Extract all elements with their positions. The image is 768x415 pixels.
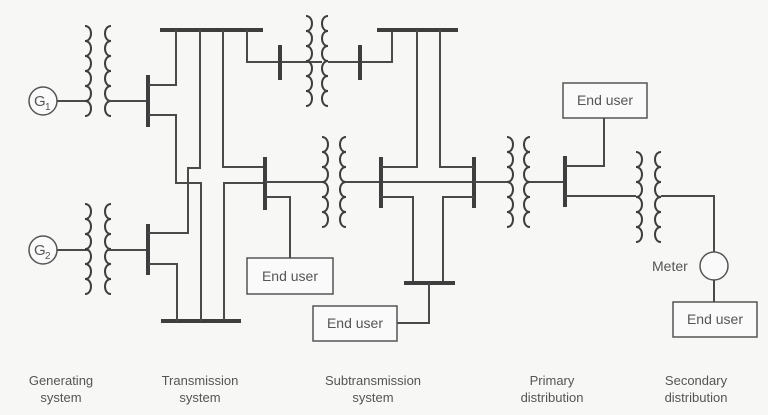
line-g2-bottom bbox=[148, 263, 178, 321]
line-g1-mid bbox=[148, 114, 186, 184]
end-user-secondary: End user bbox=[672, 301, 758, 338]
caption-line1: Transmission bbox=[161, 373, 239, 388]
line-cross-a bbox=[186, 182, 202, 321]
generator-g1-letter: G bbox=[34, 93, 46, 110]
coil-secondary bbox=[321, 15, 329, 107]
coil-secondary bbox=[654, 151, 662, 243]
coil-secondary bbox=[104, 25, 112, 117]
line-upper-to-sub bbox=[328, 30, 393, 63]
transformer-gen1 bbox=[84, 25, 112, 117]
caption-line1: Secondary bbox=[664, 373, 728, 388]
coil-primary bbox=[506, 136, 514, 228]
meter-circle bbox=[699, 251, 729, 281]
end-user-box bbox=[672, 301, 758, 338]
caption-generating: Generating system bbox=[1, 372, 121, 406]
caption-line1: Subtransmission bbox=[324, 373, 422, 388]
sub-line-d bbox=[442, 196, 474, 283]
caption-transmission: Transmission system bbox=[140, 372, 260, 406]
transformer-subtransmission bbox=[321, 136, 347, 228]
coil-secondary bbox=[339, 136, 347, 228]
line-g2-top bbox=[148, 30, 201, 234]
caption-line2: system bbox=[179, 390, 221, 405]
line-to-enduser3 bbox=[565, 118, 605, 167]
caption-secondary: Secondary distribution bbox=[636, 372, 756, 406]
end-user-subtransmission: End user bbox=[312, 305, 398, 342]
generator-g1: G 1 bbox=[28, 86, 58, 116]
end-user-label: End user bbox=[262, 268, 318, 284]
end-user-label: End user bbox=[327, 315, 383, 331]
line-to-enduser1 bbox=[265, 196, 291, 258]
end-user-box bbox=[246, 257, 334, 295]
coil-primary bbox=[84, 25, 92, 117]
end-user-box bbox=[562, 82, 648, 119]
caption-subtransmission: Subtransmission system bbox=[313, 372, 433, 406]
line-top-to-sub bbox=[222, 30, 265, 168]
coil-secondary bbox=[523, 136, 531, 228]
caption-line2: distribution bbox=[664, 390, 728, 405]
meter-label: Meter bbox=[652, 258, 688, 274]
transformer-primary bbox=[506, 136, 531, 228]
generator-g1-subscript: 1 bbox=[45, 102, 51, 113]
sub-line-c bbox=[381, 196, 414, 283]
sub-line-a bbox=[381, 30, 418, 168]
caption-line2: distribution bbox=[520, 390, 584, 405]
generator-g2-letter: G bbox=[34, 242, 46, 259]
transformer-secondary bbox=[635, 151, 662, 243]
caption-line1: Primary bbox=[529, 373, 575, 388]
generator-g2: G 2 bbox=[28, 235, 58, 265]
line-g1-top bbox=[148, 30, 177, 86]
coil-primary bbox=[84, 203, 92, 295]
line-bottom-to-sub bbox=[223, 182, 265, 321]
caption-line2: system bbox=[352, 390, 394, 405]
caption-line1: Generating bbox=[28, 373, 94, 388]
line-to-meter bbox=[661, 195, 715, 252]
end-user-primary: End user bbox=[562, 82, 648, 119]
end-user-label: End user bbox=[577, 92, 633, 108]
line-top-branch bbox=[246, 30, 322, 63]
end-user-label: End user bbox=[687, 311, 743, 327]
end-user-box bbox=[312, 305, 398, 342]
end-user-transmission: End user bbox=[246, 257, 334, 295]
coil-primary bbox=[321, 136, 329, 228]
coil-primary bbox=[635, 151, 643, 243]
sub-line-b bbox=[439, 30, 474, 168]
caption-primary: Primary distribution bbox=[492, 372, 612, 406]
line-to-enduser2 bbox=[397, 283, 430, 324]
caption-line2: system bbox=[40, 390, 82, 405]
generator-g2-subscript: 2 bbox=[45, 251, 51, 262]
